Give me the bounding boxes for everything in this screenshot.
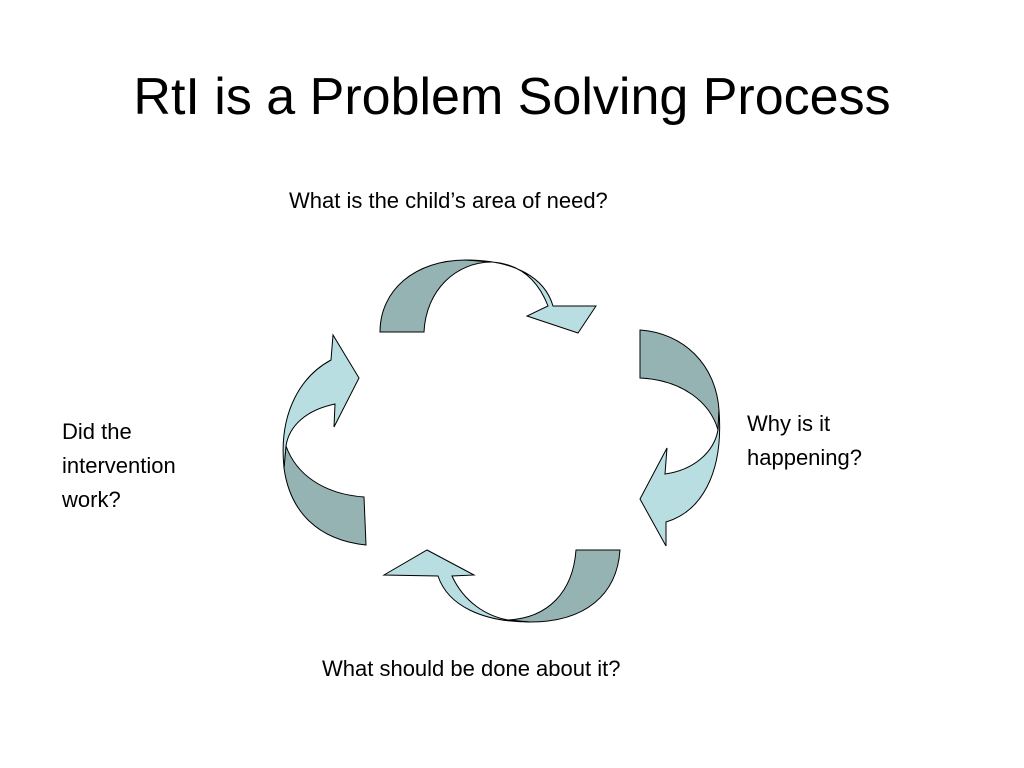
cycle-arrow-bottom-head: [382, 549, 531, 623]
step-label-top: What is the child’s area of need?: [289, 188, 608, 213]
step-label-right-line-2: happening?: [747, 445, 863, 470]
step-label-right: Why is it happening?: [747, 407, 862, 475]
cycle-arrow-right-head: [639, 409, 721, 547]
cycle-arrow-top: [379, 259, 597, 334]
cycle-arrow-top-head: [465, 259, 597, 334]
step-label-right-line-1: Why is it: [747, 411, 831, 436]
step-label-bottom: What should be done about it?: [322, 656, 621, 681]
cycle-arrow-bottom: [382, 549, 621, 623]
cycle-arrow-left: [282, 333, 367, 546]
step-label-left-line-1: Did the: [62, 419, 132, 444]
step-label-left-line-3: work?: [62, 487, 121, 512]
cycle-arrow-left-head: [282, 333, 360, 469]
cycle-arrow-left-back: [283, 445, 367, 546]
step-label-left-line-2: intervention: [62, 453, 176, 478]
cycle-arrow-right: [639, 329, 721, 547]
cycle-arrow-bottom-back: [507, 549, 621, 623]
slide-title: RtI is a Problem Solving Process: [133, 68, 891, 126]
cycle-arrow-right-back: [639, 329, 720, 431]
cycle-arrow-top-back: [379, 259, 493, 333]
step-label-left: Did the intervention work?: [62, 415, 176, 517]
